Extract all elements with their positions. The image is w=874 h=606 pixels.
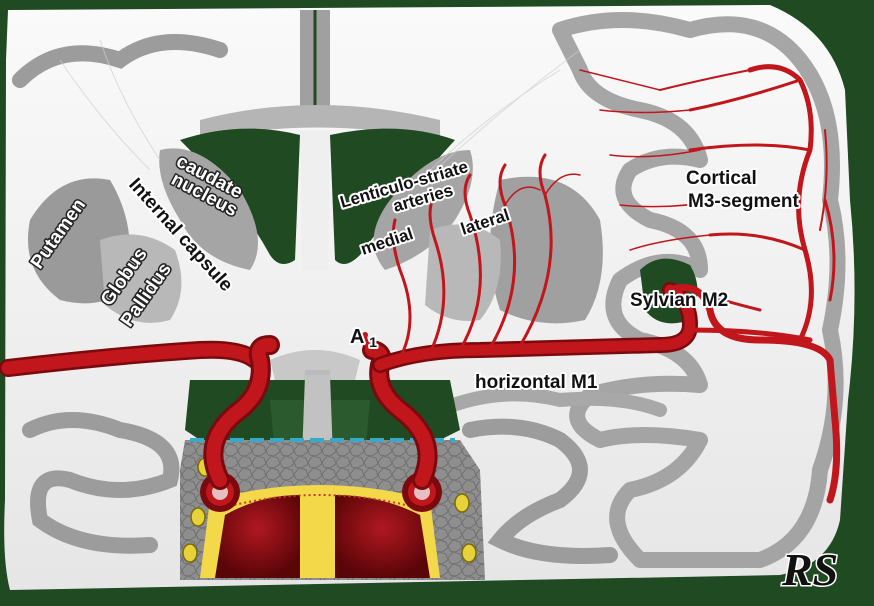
label-horizontal-m1: horizontal M1 [475, 372, 598, 393]
septum [300, 130, 330, 270]
label-a1-subscript: 1 [369, 334, 377, 350]
label-a1-letter: A [350, 326, 364, 348]
signature-rs: RS [781, 544, 838, 595]
label-cortical: Cortical [686, 168, 757, 189]
label-m3-segment: M3-segment [688, 191, 800, 212]
label-sylvian-m2: Sylvian M2 [630, 290, 728, 311]
